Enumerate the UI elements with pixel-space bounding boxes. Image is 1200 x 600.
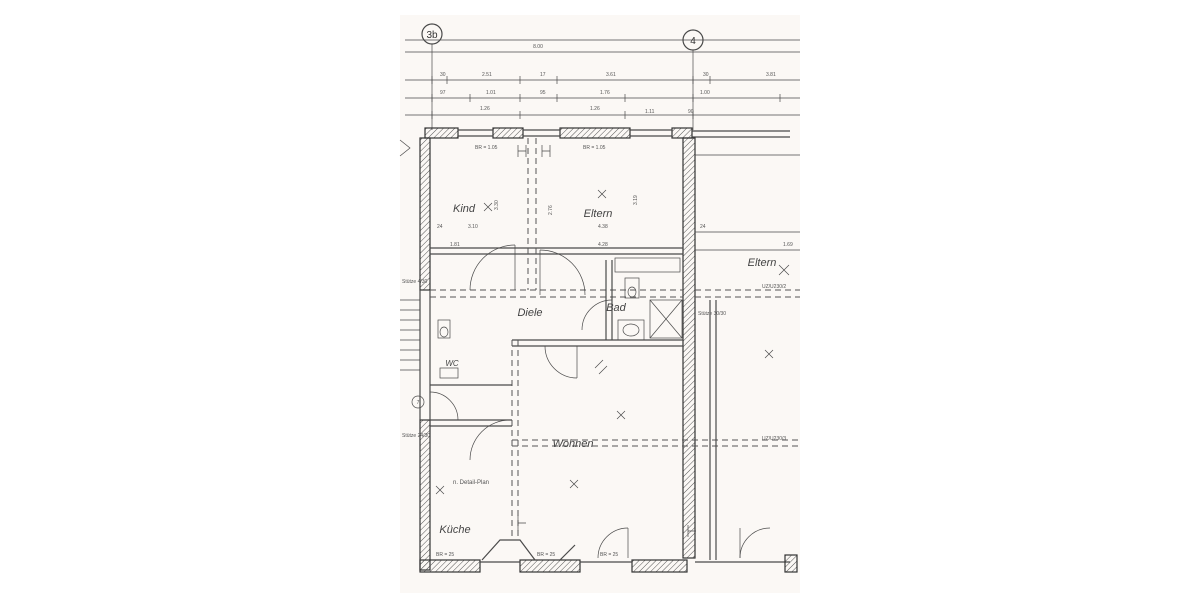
dim-row2-a: 97 bbox=[440, 90, 446, 96]
dim-mid-c: 4.28 bbox=[598, 242, 608, 248]
bad-shower-icon bbox=[649, 299, 683, 339]
note-stuetze-2: Stütze 24/30 bbox=[402, 433, 430, 439]
bad-bathtub-icon bbox=[614, 257, 681, 273]
note-stuetze-3: Stütze 30/30 bbox=[698, 311, 726, 317]
dim-row1-f: 3.81 bbox=[766, 72, 776, 78]
wc-toilet-icon bbox=[437, 319, 451, 339]
dim-top-total: 8.00 bbox=[533, 44, 543, 50]
dim-row2-d: 1.76 bbox=[600, 90, 610, 96]
dim-mid-e: 1.69 bbox=[783, 242, 793, 248]
room-label-bad: Bad bbox=[606, 302, 626, 314]
note-ref-1: UZ/U230/2 bbox=[762, 284, 786, 290]
wc-sink-icon bbox=[439, 367, 459, 379]
section-marker-label: 7 bbox=[417, 400, 420, 406]
room-label-diele: Diele bbox=[517, 307, 542, 319]
dim-row3-a: 1.26 bbox=[480, 106, 490, 112]
stair-lines bbox=[399, 139, 420, 371]
dim-row3-d: 90 bbox=[688, 109, 694, 115]
room-label-eltern-next: Eltern bbox=[748, 257, 777, 269]
ceiling-light-marks bbox=[435, 189, 774, 495]
window-label-kind: BR = 1.05 bbox=[475, 145, 498, 151]
window-label-wohnen-1: BR = 25 bbox=[537, 552, 555, 558]
window-label-kueche: BR = 25 bbox=[436, 552, 454, 558]
bad-toilet-icon bbox=[624, 277, 640, 299]
note-stuetze-1: Stütze 4/30 bbox=[402, 279, 428, 285]
dim-vert-b: 3.19 bbox=[633, 195, 639, 205]
dim-kind-width: 3.10 bbox=[468, 224, 478, 230]
dim-vert-a: 3.30 bbox=[494, 200, 500, 210]
section-marker bbox=[411, 395, 425, 409]
dim-row1-b: 2.51 bbox=[482, 72, 492, 78]
dim-row1-c: 17 bbox=[540, 72, 546, 78]
exterior-walls bbox=[419, 127, 798, 573]
dim-row1-e: 30 bbox=[703, 72, 709, 78]
room-label-wc: WC bbox=[445, 359, 459, 368]
dim-row3-b: 1.26 bbox=[590, 106, 600, 112]
dim-eltern-width: 4.38 bbox=[598, 224, 608, 230]
dim-row3-c: 1.11 bbox=[645, 109, 655, 115]
room-label-wohnen: Wohnen bbox=[553, 438, 594, 450]
dim-row2-c: 95 bbox=[540, 90, 546, 96]
interior-walls bbox=[430, 138, 800, 560]
room-label-kueche: Küche bbox=[439, 524, 470, 536]
dim-vert-c: 2.76 bbox=[548, 205, 554, 215]
axis-label-left: 3b bbox=[426, 30, 438, 41]
dim-row2-b: 1.01 bbox=[486, 90, 496, 96]
note-detail-plan: n. Detail-Plan bbox=[453, 480, 489, 486]
dim-row1-d: 3.61 bbox=[606, 72, 616, 78]
dimension-chains: 8.00 30 2.51 17 3.61 30 3.81 97 1.01 95 … bbox=[405, 44, 800, 119]
bad-sink-icon bbox=[617, 319, 645, 341]
door-swings bbox=[429, 244, 771, 559]
window-label-eltern: BR = 1.05 bbox=[583, 145, 606, 151]
dim-row2-e: 1.00 bbox=[700, 90, 710, 96]
electrical-symbols bbox=[517, 145, 790, 537]
sanitary-fixtures bbox=[437, 257, 683, 379]
dim-mid-d: 24 bbox=[700, 224, 706, 230]
paper-sheet bbox=[400, 15, 800, 593]
dim-mid-b: 1.81 bbox=[450, 242, 460, 248]
room-label-kind: Kind bbox=[453, 203, 476, 215]
axis-label-right: 4 bbox=[690, 36, 696, 47]
dim-row1-a: 30 bbox=[440, 72, 446, 78]
note-ref-2: UZ/U230/3 bbox=[762, 436, 786, 442]
room-label-eltern: Eltern bbox=[584, 208, 613, 220]
dim-mid-a: 24 bbox=[437, 224, 443, 230]
bay-windows bbox=[481, 539, 576, 561]
window-label-wohnen-2: BR = 25 bbox=[600, 552, 618, 558]
